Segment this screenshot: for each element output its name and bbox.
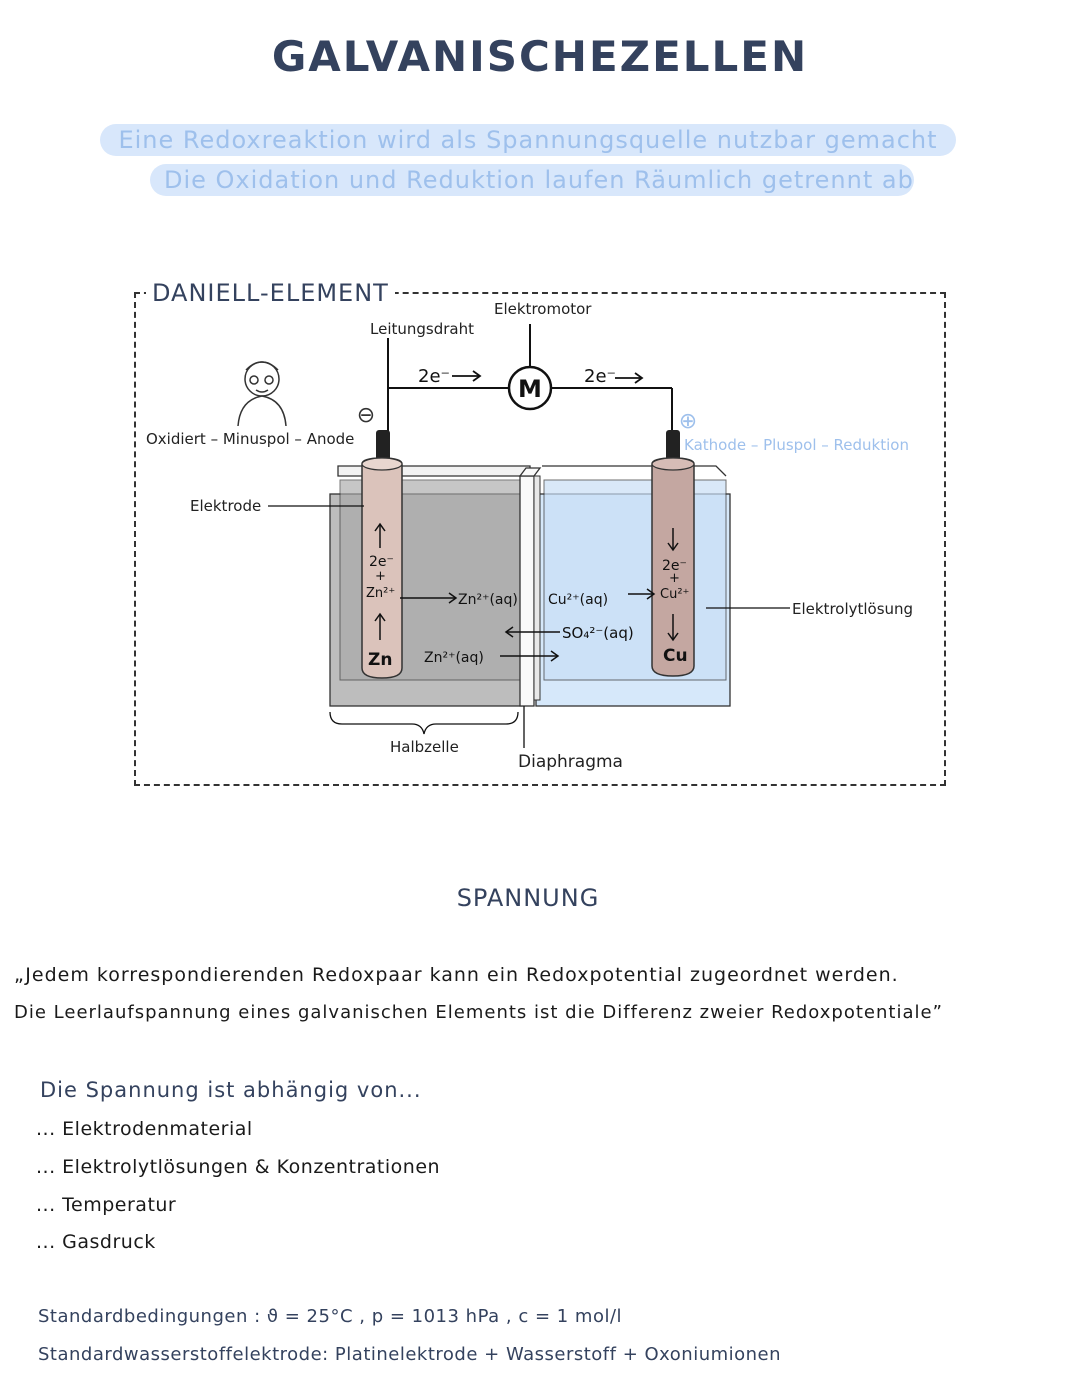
- label-diaphragma: Diaphragma: [518, 752, 623, 772]
- label-elektrode: Elektrode: [190, 497, 262, 515]
- label-leitungsdraht: Leitungsdraht: [370, 320, 474, 338]
- label-anode: Oxidiert – Minuspol – Anode: [146, 430, 355, 448]
- dependency-item: ... Temperatur: [36, 1194, 177, 1216]
- zinc-electrode-arrows: [374, 522, 386, 640]
- zinc-electrode-metal: Zn: [368, 650, 392, 670]
- minus-pole-icon: ⊖: [357, 403, 375, 428]
- dependency-item: ... Gasdruck: [36, 1231, 156, 1253]
- label-halbzelle: Halbzelle: [390, 738, 459, 756]
- electron-flow-right-label: 2e⁻: [584, 366, 616, 387]
- electron-flow-left-arrow: [452, 370, 482, 382]
- zinc-electrode-plus: +: [375, 569, 386, 584]
- page-title: GALVANISCHEZELLEN: [271, 32, 809, 81]
- dependency-item: ... Elektrodenmaterial: [36, 1118, 253, 1140]
- daniell-element-title: DANIELL-ELEMENT: [146, 279, 395, 307]
- zinc-electrode-ion: Zn²⁺: [366, 586, 395, 601]
- ion-flow-arrows: [400, 588, 656, 662]
- zinc-ion-aq-top: Zn²⁺(aq): [458, 592, 518, 608]
- copper-electrode: [651, 430, 695, 677]
- dependency-heading: Die Spannung ist abhängig von...: [40, 1078, 422, 1102]
- copper-electrode-electrons: 2e⁻: [662, 558, 687, 574]
- section-heading-spannung: SPANNUNG: [456, 884, 600, 912]
- zinc-ion-aq-bottom: Zn²⁺(aq): [424, 650, 484, 666]
- plus-pole-icon: ⊕: [679, 409, 697, 434]
- conducting-wire: [387, 324, 673, 432]
- highlight-definition-2: Die Oxidation und Reduktion laufen Räuml…: [150, 164, 914, 196]
- copper-electrode-ion: Cu²⁺: [660, 587, 689, 602]
- half-cell-brace: [329, 711, 519, 735]
- motor-symbol: M: [518, 375, 542, 403]
- electron-flow-left-label: 2e⁻: [418, 366, 450, 387]
- zinc-electrode: [361, 430, 403, 679]
- copper-electrode-metal: Cu: [663, 646, 688, 666]
- label-cathode: Kathode – Pluspol – Reduktion: [684, 436, 909, 454]
- highlight-definition-1: Eine Redoxreaktion wird als Spannungsque…: [100, 124, 956, 156]
- dependency-item: ... Elektrolytlösungen & Konzentrationen: [36, 1156, 441, 1178]
- standard-hydrogen-electrode: Standardwasserstoffelektrode: Platinelek…: [38, 1344, 782, 1365]
- motor-symbol-circle: [507, 365, 553, 411]
- copper-electrode-arrows: [667, 528, 679, 642]
- label-elektrolytloesung: Elektrolytlösung: [792, 600, 914, 618]
- label-elektromotor: Elektromotor: [494, 300, 592, 318]
- scientist-icon: [237, 361, 287, 427]
- quote-line-2: Die Leerlaufspannung eines galvanischen …: [14, 1002, 943, 1023]
- zinc-electrode-electrons: 2e⁻: [369, 554, 394, 570]
- copper-electrode-plus: +: [669, 571, 680, 586]
- daniell-element-frame: [134, 292, 946, 786]
- electron-flow-right-arrow: [615, 372, 644, 384]
- sulfate-ion-aq: SO₄²⁻(aq): [562, 624, 634, 642]
- daniell-element-diagram: M 2e⁻ 2e⁻ ⊖ ⊕ 2e⁻: [237, 324, 790, 748]
- quote-line-1: „Jedem korrespondierenden Redoxpaar kann…: [14, 964, 899, 986]
- diaphragm: [519, 475, 535, 707]
- standard-conditions: Standardbedingungen : ϑ = 25°C , p = 101…: [38, 1306, 623, 1327]
- copper-ion-aq: Cu²⁺(aq): [548, 592, 608, 608]
